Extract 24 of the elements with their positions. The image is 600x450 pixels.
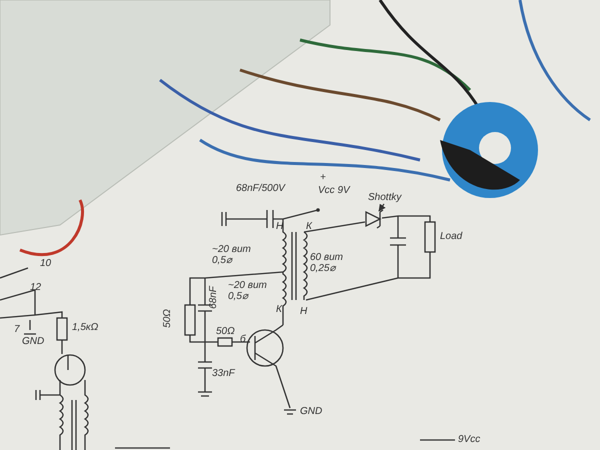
winding-end-mark: Н — [300, 306, 308, 317]
leader-arrow — [378, 204, 386, 212]
supply-voltage-label: 9Vcc — [458, 434, 480, 445]
polarity-sign: + — [320, 172, 326, 183]
resistance-label: 50Ω — [162, 309, 173, 328]
winding-label: ~20 вит 0,5⌀ — [228, 280, 268, 302]
winding-end-mark: К — [276, 304, 282, 315]
resistance-label: 50Ω — [216, 326, 235, 337]
winding-label: ~20 вит 0,5⌀ — [212, 244, 252, 266]
pin-label: 7 — [14, 324, 20, 335]
ground-label: GND — [300, 406, 322, 417]
resistance-label: 1,5кΩ — [72, 322, 98, 333]
winding-end-mark: К — [306, 221, 312, 232]
pin-label: 12 — [30, 282, 42, 293]
diode-symbol — [365, 209, 384, 229]
capacitance-label: 33nF — [212, 368, 235, 379]
supply-voltage-label: Vcc 9V — [318, 185, 350, 196]
winding-label: 60 вит 0,25⌀ — [310, 252, 344, 274]
load-label: Load — [440, 231, 462, 242]
capacitance-label: 68nF/500V — [236, 183, 285, 194]
ground-label: GND — [22, 336, 44, 347]
component-label: Shottky — [368, 192, 402, 203]
capacitance-label: 68nF — [208, 286, 219, 309]
pin-label: 10 — [40, 258, 52, 269]
